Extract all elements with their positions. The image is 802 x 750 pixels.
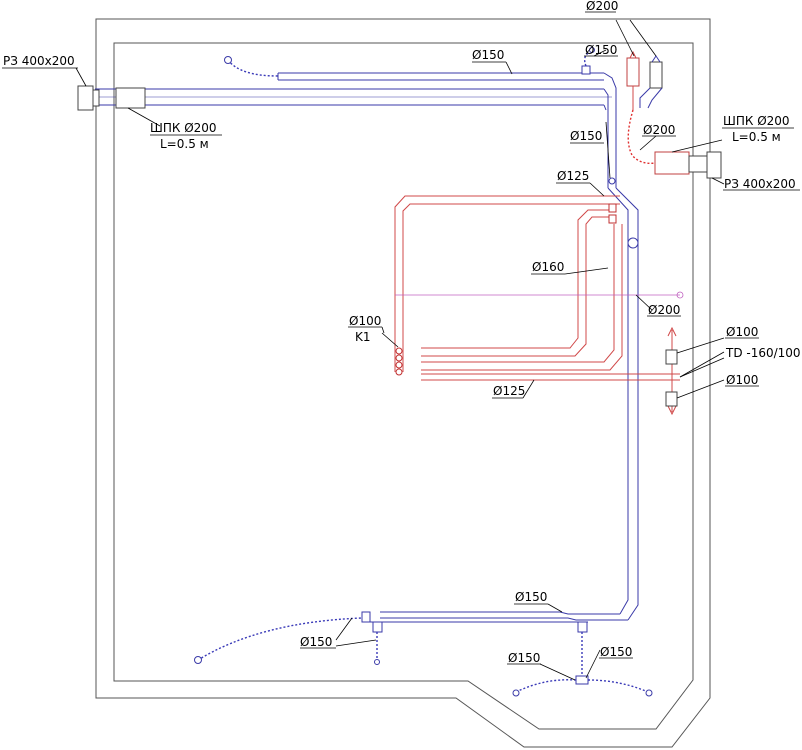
inner-wall xyxy=(113,42,694,730)
building-walls xyxy=(95,18,711,748)
label-d100-k1: Ø100 xyxy=(349,314,381,328)
label-d200-riser: Ø200 xyxy=(648,303,680,317)
label-d200-flex: Ø200 xyxy=(643,123,675,137)
diffuser-icon xyxy=(194,656,202,664)
right-grille xyxy=(706,151,722,179)
right-grille-assembly xyxy=(654,139,725,185)
label-spk-right-2: L=0.5 м xyxy=(732,130,781,144)
label-d125-bottom: Ø125 xyxy=(493,384,525,398)
left-grille-assembly xyxy=(75,67,161,127)
vertical-riser xyxy=(605,121,639,621)
bottom-flex-branches xyxy=(194,49,653,697)
left-grille xyxy=(77,85,94,111)
label-d150-bottom-mid: Ø150 xyxy=(508,651,540,665)
top-main-duct xyxy=(95,72,617,188)
label-d100-right-top: Ø100 xyxy=(726,325,758,339)
label-d150-bottom-left: Ø150 xyxy=(300,635,332,649)
top-left-flex-branch xyxy=(224,56,279,77)
label-k1: K1 xyxy=(355,330,371,344)
label-spk-left-2: L=0.5 м xyxy=(160,137,209,151)
exhaust-top-risers xyxy=(615,19,663,110)
top-branch-flex xyxy=(581,47,595,75)
diffuser-icon xyxy=(224,56,232,64)
td-valve-lower xyxy=(665,391,678,407)
exhaust-loops xyxy=(381,182,680,399)
label-spk-left-1: ШПК Ø200 xyxy=(150,121,217,135)
bottom-main-duct xyxy=(361,603,628,633)
label-top-d200: Ø200 xyxy=(586,0,618,13)
label-d160: Ø160 xyxy=(532,260,564,274)
exhaust-flex xyxy=(627,109,657,165)
label-d150-top-branch: Ø150 xyxy=(585,43,617,57)
label-d100-right-bottom: Ø100 xyxy=(726,373,758,387)
label-d150-bottom-right: Ø150 xyxy=(600,645,632,659)
annotations: Ø200 РЗ 400x200 ШПК Ø200 L=0.5 м Ø150 Ø1… xyxy=(2,0,801,665)
label-grille-right: РЗ 400x200 xyxy=(724,177,796,191)
outer-wall xyxy=(95,18,711,748)
label-td-valve: TD -160/100 xyxy=(725,346,801,360)
label-d125-top: Ø125 xyxy=(557,169,589,183)
label-d150-bottom-main: Ø150 xyxy=(515,590,547,604)
reference-line xyxy=(395,291,684,311)
label-grille-left: РЗ 400x200 xyxy=(3,54,75,68)
label-spk-right-1: ШПК Ø200 xyxy=(723,114,790,128)
td-valve-upper xyxy=(665,349,678,365)
right-silencer xyxy=(654,151,690,175)
left-silencer xyxy=(115,87,146,109)
label-d150-riser: Ø150 xyxy=(570,129,602,143)
label-d150-top-main: Ø150 xyxy=(472,48,504,62)
td-valve-assembly xyxy=(665,326,725,416)
